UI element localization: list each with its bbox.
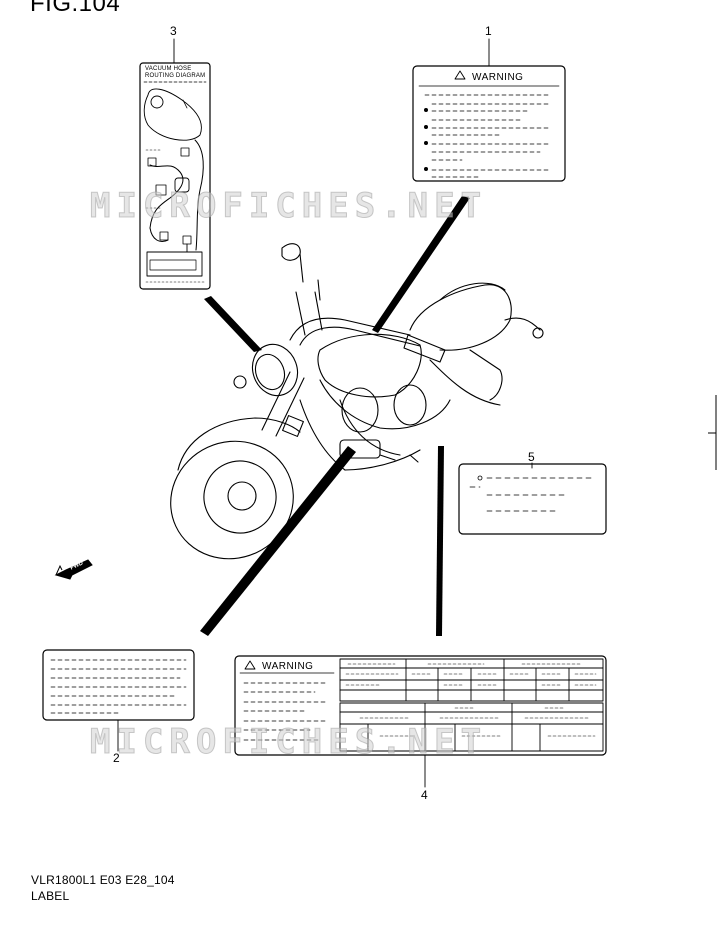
watermark-bottom: MICROFICHES.NET <box>89 722 488 763</box>
edge-marks <box>708 395 717 470</box>
callout-2: 2 <box>113 751 120 765</box>
pointer-wedges <box>200 196 470 636</box>
callout-5: 5 <box>528 450 535 464</box>
label-1-heading: WARNING <box>472 72 524 83</box>
label-3-vacuum-diagram[interactable] <box>139 62 211 290</box>
callout-4: 4 <box>421 788 428 802</box>
label-1-warning[interactable] <box>412 65 566 182</box>
motorcycle-illustration <box>170 243 544 560</box>
callout-1: 1 <box>485 24 492 38</box>
leader-lines <box>117 38 533 788</box>
label-3-line1: VACUUM HOSE <box>145 66 192 72</box>
label-4-warning-table[interactable] <box>234 655 607 756</box>
watermark-top: MICROFICHES.NET <box>89 186 488 227</box>
fwd-arrow-icon <box>54 559 93 580</box>
callout-3: 3 <box>170 24 177 38</box>
label-2[interactable] <box>42 649 195 721</box>
label-4-heading: WARNING <box>262 661 314 672</box>
label-3-line2: ROUTING DIAGRAM <box>145 73 206 79</box>
figure-title: FIG.104 <box>30 0 121 17</box>
model-code: VLR1800L1 E03 E28_104 <box>31 873 175 887</box>
label-5[interactable] <box>458 463 607 535</box>
section-name: LABEL <box>31 889 70 903</box>
